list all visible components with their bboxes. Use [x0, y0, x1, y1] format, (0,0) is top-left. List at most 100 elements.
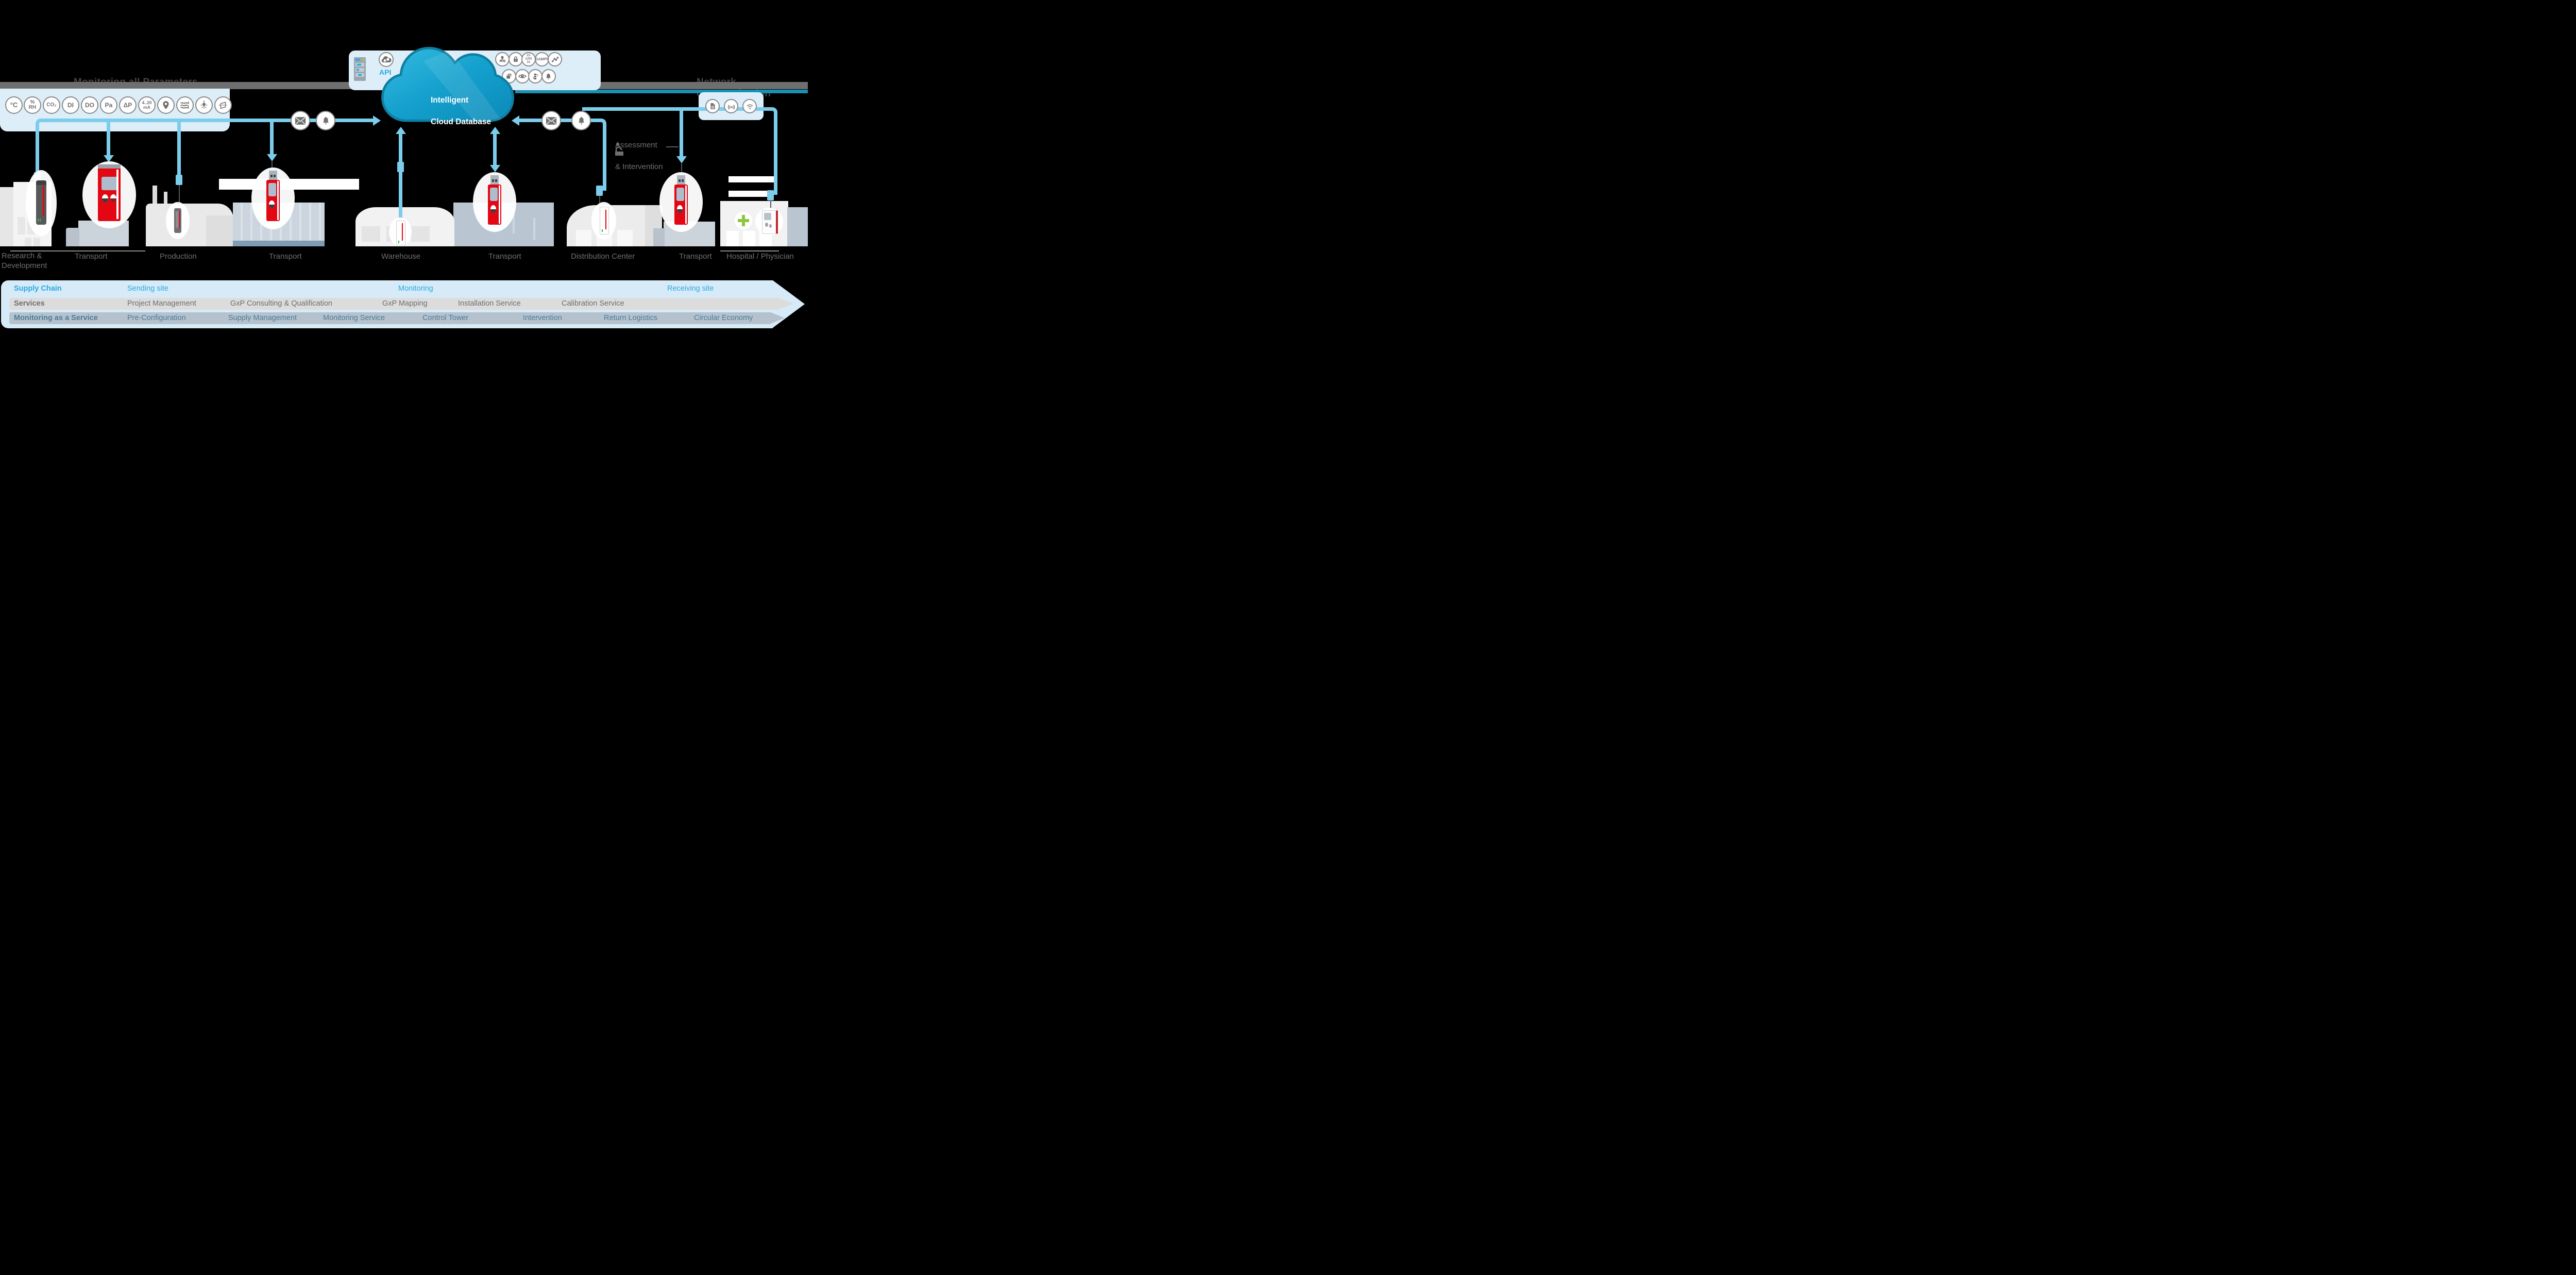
transport1-down-arrow [103, 155, 114, 162]
maas-item: Control Tower [422, 314, 469, 322]
api-cloud-icon [379, 52, 394, 67]
service-item: Project Management [127, 299, 196, 308]
sensor-pa: Pa [100, 96, 117, 114]
warehouse-plug-connector [397, 162, 404, 172]
assessment-label: Assessment & Intervention [615, 129, 663, 183]
alert-bell-icon-right [571, 111, 591, 130]
green-cross-icon [735, 212, 752, 229]
usb-indicator [490, 205, 496, 213]
logger-red-stripe [179, 211, 180, 228]
assessment-line [680, 110, 683, 156]
warehouse-up-line [399, 134, 402, 227]
logger-cap [98, 164, 121, 169]
usb-white-stripe [277, 181, 279, 220]
assessment-line2: & Intervention [615, 162, 663, 171]
truck-cab [66, 228, 79, 246]
cfr-label: 21 CFR 11 [525, 53, 532, 64]
assessment-wire [681, 163, 682, 172]
logger-white-stripe [116, 170, 118, 219]
usb-screen [490, 188, 498, 201]
scene-strip [728, 176, 776, 182]
logger-indicator [102, 194, 108, 203]
sensor-di: DI [62, 96, 79, 114]
usb-connector [269, 171, 277, 180]
process-flow-icon [528, 69, 543, 83]
diagram-canvas: Monitoring all Parameters Network commun… [0, 0, 808, 364]
light-icon [195, 96, 213, 114]
usb-datalogger-red [674, 175, 688, 225]
logger-led [602, 229, 603, 232]
supply-receiving-site: Receiving site [667, 284, 714, 293]
location-pin-icon [157, 96, 175, 114]
supply-chain-label: Supply Chain [14, 284, 62, 293]
sensor-humidity: % RH [24, 96, 41, 114]
stage-label-transport3: Transport [488, 252, 521, 261]
services-bar [9, 298, 779, 310]
device-spot-production [166, 202, 190, 239]
stage-label-production: Production [160, 252, 197, 261]
branch-production [177, 122, 181, 175]
right-upper-connector [582, 107, 777, 195]
warehouse-door [362, 226, 380, 242]
cross-bar [738, 219, 749, 222]
tilt-icon [214, 96, 232, 114]
ground-line-hospital [720, 250, 779, 251]
transport2-wire [271, 161, 273, 169]
stage-label-transport2: Transport [269, 252, 302, 261]
data-trend-icon [548, 52, 562, 66]
intelligent-cloud [378, 39, 518, 126]
device-spot-transport3 [473, 172, 516, 232]
usb-slot [679, 179, 681, 182]
maas-item: Return Logistics [604, 314, 657, 322]
usb-slot [492, 179, 494, 182]
to-cloud-arrow-left [373, 115, 381, 126]
datalogger-white [600, 207, 609, 234]
maas-label: Monitoring as a Service [14, 314, 98, 322]
usb-slot [495, 179, 497, 182]
device-spot-hospital [755, 208, 783, 236]
fridge-panel [764, 213, 771, 220]
sensor-420ma-label: 4..20 mA [142, 100, 152, 110]
vibration-icon [176, 96, 194, 114]
usb-connector [677, 175, 685, 184]
fridge-knob [765, 223, 768, 227]
datalogger-mini [174, 208, 181, 233]
teal-connector-line [515, 90, 808, 93]
hospital-annex [787, 207, 808, 246]
logger-led [38, 219, 39, 222]
service-item: Installation Service [458, 299, 521, 308]
cloud-title-line1: Intelligent [431, 96, 469, 105]
scene-strip [728, 191, 770, 197]
device-spot-rd [26, 170, 57, 236]
usb-white-stripe [499, 186, 500, 224]
sensor-temperature: °C [5, 96, 23, 114]
to-cloud-arrow-right [512, 115, 519, 126]
maas-item: Circular Economy [694, 314, 753, 322]
services-label: Services [14, 299, 45, 308]
device-spot-warehouse [389, 217, 412, 246]
truck-chassis [233, 241, 325, 246]
logger-red-stripe [43, 186, 44, 216]
stage-label-transport4: Transport [679, 252, 712, 261]
maas-bar [9, 312, 771, 324]
dc-wire [599, 196, 600, 207]
stage-label-transport1: Transport [75, 252, 108, 261]
indicator-half [102, 198, 108, 203]
usb-indicator [269, 200, 275, 208]
usb-connector [490, 175, 499, 184]
sensor-di-label: DI [67, 101, 74, 109]
sensor-do: DO [81, 96, 98, 114]
stage-label-warehouse: Warehouse [381, 252, 421, 261]
supply-sending-site: Sending site [127, 284, 168, 293]
logger-cap [36, 180, 46, 185]
fridge-knob [769, 224, 772, 228]
usb-screen [268, 183, 276, 196]
branch-transport1 [107, 122, 110, 155]
hospital-wire [770, 200, 771, 209]
usb-body [674, 184, 688, 225]
medical-fridge [762, 210, 778, 234]
radio-signal-icon [724, 99, 738, 113]
warehouse-tall-detail [513, 208, 515, 233]
assessment-line1: Assessment [615, 141, 657, 149]
datalogger-gray [36, 180, 46, 225]
